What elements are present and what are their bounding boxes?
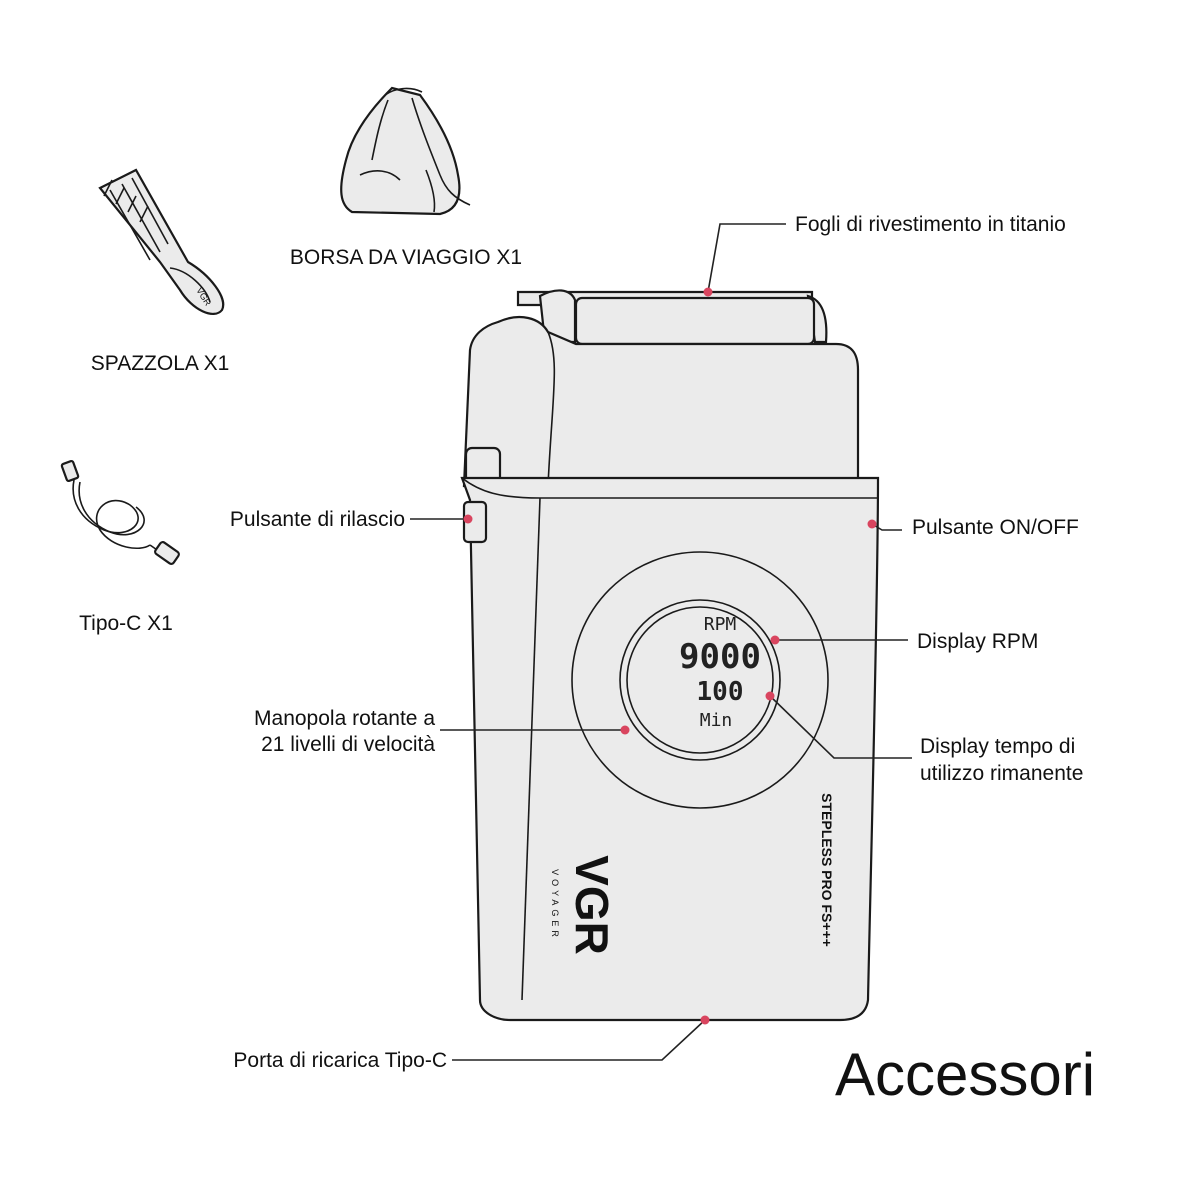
speed-knob-inner: [619, 599, 781, 761]
brand-logo: VGR: [566, 855, 618, 955]
model-name: STEPLESS PRO FS+++: [819, 793, 835, 947]
screen-rpm-label: RPM: [704, 614, 737, 635]
time-display-label-line2: utilizzo rimanente: [920, 762, 1083, 785]
port-marker: [700, 1015, 710, 1025]
release-button-label: Pulsante di rilascio: [230, 508, 405, 531]
titanium-foil: [574, 296, 816, 346]
power-marker: [867, 519, 877, 529]
side-release-button: [462, 500, 488, 544]
accessories-title: Accessori: [835, 1041, 1095, 1108]
shaver-illustration: RPM 9000 100 Min VGR VOYAGER STEPLESS PR…: [460, 289, 880, 1022]
knob-marker: [620, 725, 630, 735]
knob-label-line1: Manopola rotante a: [254, 707, 435, 730]
rpm-display-marker: [770, 635, 780, 645]
callout-markers: [463, 287, 877, 1025]
time-display-label-line1: Display tempo di: [920, 735, 1075, 758]
speed-knob-outer: [571, 551, 829, 809]
screen-min-label: Min: [700, 710, 733, 731]
release-marker: [463, 514, 473, 524]
brand-subtitle: VOYAGER: [550, 869, 560, 941]
brush-label: SPAZZOLA X1: [91, 352, 230, 375]
cable-illustration: [60, 459, 180, 565]
bag-label: BORSA DA VIAGGIO X1: [290, 246, 522, 269]
foil-marker: [703, 287, 713, 297]
charging-port-label: Porta di ricarica Tipo-C: [233, 1049, 447, 1072]
travel-bag-illustration: [340, 86, 471, 216]
cable-label: Tipo-C X1: [79, 612, 173, 635]
screen-time-value: 100: [697, 677, 744, 707]
knob-label-line2: 21 livelli di velocità: [261, 733, 435, 756]
power-button-label: Pulsante ON/OFF: [912, 516, 1079, 539]
foil-label: Fogli di rivestimento in titanio: [795, 213, 1066, 236]
rpm-display-label: Display RPM: [917, 630, 1038, 653]
time-display-marker: [765, 691, 775, 701]
screen-rpm-value: 9000: [679, 637, 761, 677]
brush-illustration: VGR: [98, 168, 225, 316]
